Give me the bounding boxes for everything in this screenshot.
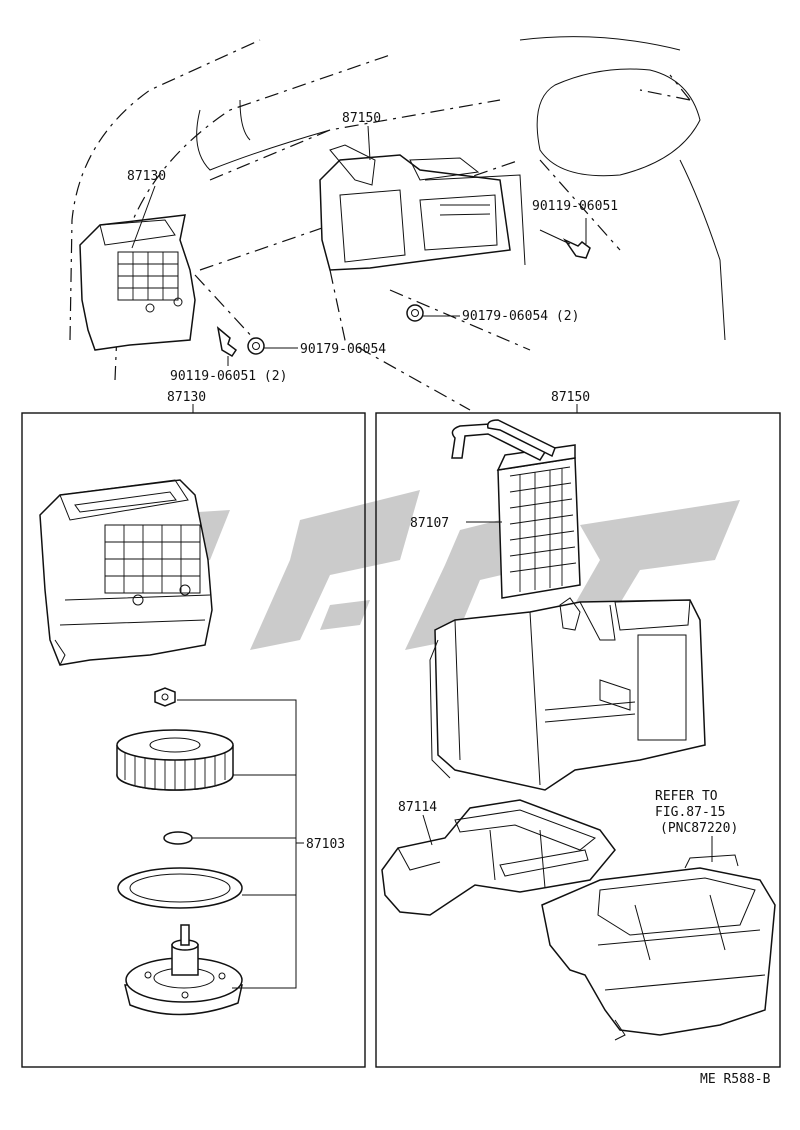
label-87107: 87107 xyxy=(410,516,449,531)
blower-gasket-small xyxy=(163,831,193,845)
heater-core xyxy=(451,419,581,599)
heater-case xyxy=(429,597,706,791)
fastener-bolt-right xyxy=(539,229,591,259)
vehicle-outline xyxy=(69,36,726,411)
top-leader-lines xyxy=(131,125,587,366)
panel-right-title: 87150 xyxy=(551,390,590,405)
blower-gasket-ring xyxy=(117,867,243,909)
label-refer-line3: (PNC87220) xyxy=(660,821,738,836)
label-87130-top: 87130 xyxy=(127,169,166,184)
fastener-nut-left xyxy=(247,337,265,355)
blower-housing-top xyxy=(79,214,196,351)
label-87150-top: 87150 xyxy=(342,111,381,126)
blower-motor xyxy=(124,924,243,1016)
label-nut-single: 90179-06054 xyxy=(300,342,386,357)
leader-87114 xyxy=(422,814,433,846)
label-nut-2: 90179-06054 (2) xyxy=(462,309,579,324)
blower-housing xyxy=(39,479,213,666)
label-87114: 87114 xyxy=(398,800,437,815)
label-refer-line2: FIG.87-15 xyxy=(655,805,725,820)
heater-unit-top xyxy=(319,144,526,271)
label-refer-line1: REFER TO xyxy=(655,789,718,804)
label-bolt-right: 90119-06051 xyxy=(532,199,618,214)
panel-right-frame xyxy=(375,412,781,1068)
label-bolt-left-2: 90119-06051 (2) xyxy=(170,369,287,384)
bracket-87103 xyxy=(177,699,304,989)
drawing-code: ME R588-B xyxy=(700,1072,771,1087)
label-87103: 87103 xyxy=(306,837,345,852)
air-box-reference xyxy=(541,854,776,1041)
panel-left-frame xyxy=(21,412,366,1068)
fastener-bolt-left xyxy=(216,326,238,358)
panel-left-title: 87130 xyxy=(167,390,206,405)
blower-fan-wheel xyxy=(116,729,234,791)
heater-duct xyxy=(381,799,616,916)
blower-nut xyxy=(154,687,176,707)
fastener-nut-center xyxy=(406,304,424,322)
